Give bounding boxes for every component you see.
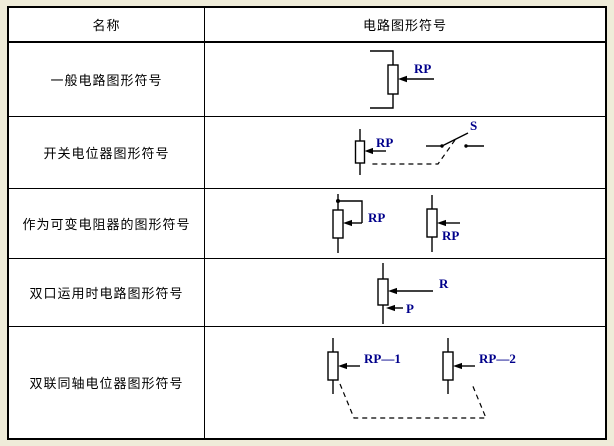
wiper-arrow-icon [343,219,352,226]
mechanical-link-dashes [370,139,456,165]
resistor-body [426,207,438,238]
symbols-table: 名称 电路图形符号 一般电路图形符号 RP 开关电位器图形符号 [7,6,607,440]
header-name-col: 名称 [9,8,205,41]
symbol-cell: RP S [205,117,605,188]
table-row: 双口运用时电路图形符号 R P [9,258,605,326]
label-p: P [406,301,414,316]
resistor-body [354,139,366,164]
row-name: 作为可变电阻器的图形符号 [9,189,205,258]
port-arrow-icon [386,304,395,311]
wiper-arrow-icon [388,287,397,294]
label-rp2: RP—2 [479,351,516,366]
bottom-lead-wire [370,93,394,109]
resistor-body [377,277,389,306]
label-rp: RP [368,210,385,225]
row-name: 双口运用时电路图形符号 [9,259,205,326]
symbol-cell: RP—1 RP—2 [205,327,605,438]
general-potentiometer-symbol: RP [370,49,434,109]
table-header-row: 名称 电路图形符号 [9,8,605,41]
label-rp: RP [414,61,431,76]
top-lead-wire [370,49,394,65]
wiper-arrow-icon [437,219,446,226]
dual-coaxial-potentiometer-symbol: RP—1 RP—2 [327,337,516,419]
table-row: 双联同轴电位器图形符号 RP—1 RP—2 [9,326,605,438]
table-row: 开关电位器图形符号 RP S [9,116,605,188]
wiper-arrow-icon [338,362,347,369]
label-rp: RP [442,228,459,243]
table-row: 一般电路图形符号 RP [9,41,605,116]
label-rp: RP [376,135,393,150]
switch-potentiometer-symbol: RP S [354,120,484,175]
resistor-body [387,63,399,95]
symbol-cell: R P [205,259,605,326]
label-rp1: RP—1 [364,351,401,366]
table-row: 作为可变电阻器的图形符号 RP RP [9,188,605,258]
row-name: 开关电位器图形符号 [9,117,205,188]
coaxial-coupling-dashes [339,383,487,419]
resistor-body [442,350,454,381]
two-port-potentiometer-symbol: R P [377,262,449,324]
wiper-tie-wire [338,199,363,223]
symbol-cell: RP [205,43,605,116]
variable-resistor-symbols: RP RP [332,193,460,253]
row-name: 双联同轴电位器图形符号 [9,327,205,438]
label-r: R [439,276,449,291]
wiper-arrow-icon [364,147,373,154]
symbol-cell: RP RP [205,189,605,258]
resistor-body [332,208,344,239]
switch-blade [441,131,469,147]
resistor-body [327,350,339,381]
header-symbol-col: 电路图形符号 [362,18,447,33]
label-s: S [470,120,477,133]
wiper-arrow-icon [453,362,462,369]
row-name: 一般电路图形符号 [9,43,205,116]
wiper-arrow-icon [398,75,407,82]
